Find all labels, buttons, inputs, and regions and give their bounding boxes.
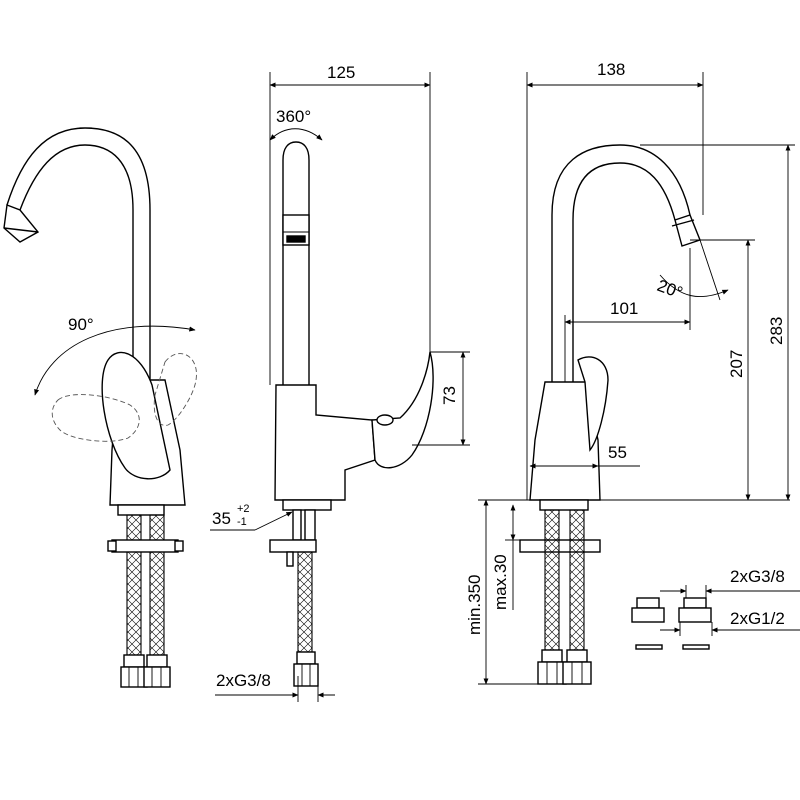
dim-spout-reach: 101 <box>610 299 638 318</box>
dim-spout-height: 207 <box>727 350 746 378</box>
middle-spout <box>282 141 310 385</box>
left-hose-1 <box>126 514 142 656</box>
dim-hole-tol-minus: -1 <box>237 516 247 528</box>
left-view: 90° <box>3 127 197 688</box>
right-hose-1 <box>544 509 560 651</box>
dim-hole-tol-plus: +2 <box>237 503 250 515</box>
dim-lever-height: 73 <box>440 386 459 405</box>
dim-deck-clearance: min.350 <box>465 575 484 635</box>
dim-deck-thickness: max.30 <box>491 554 510 610</box>
left-angle-arc <box>34 325 196 396</box>
right-spout <box>551 144 691 382</box>
dim-front-width: 138 <box>597 60 625 79</box>
left-spout <box>6 127 151 380</box>
dim-base-diameter: 55 <box>608 443 627 462</box>
right-spout-tip <box>674 214 701 247</box>
middle-body <box>274 384 376 501</box>
dim-hole: 35 <box>212 509 231 528</box>
dim-swivel: 360° <box>276 107 311 126</box>
middle-hose <box>297 551 313 653</box>
dim-hose-thread: 2xG3/8 <box>216 671 271 690</box>
right-hose-2 <box>569 509 585 651</box>
left-hose-2 <box>149 514 165 656</box>
middle-view: 125 360° 73 35 +2 -1 2xG3/8 <box>210 63 470 702</box>
right-lever <box>577 356 609 452</box>
adapter-pair <box>631 597 712 650</box>
dim-adapter-top: 2xG3/8 <box>730 567 785 586</box>
left-angle-label: 90° <box>68 315 94 334</box>
left-spout-tip <box>3 204 40 243</box>
dim-spout-tilt: 20° <box>655 276 686 303</box>
right-view: 138 20° 101 207 283 55 min.350 max.30 <box>465 60 800 685</box>
left-lever-ghost-left <box>51 394 140 442</box>
middle-lever <box>371 351 434 469</box>
dim-total-height: 283 <box>767 317 786 345</box>
dim-adapter-bottom: 2xG1/2 <box>730 609 785 628</box>
dim-side-width: 125 <box>327 63 355 82</box>
